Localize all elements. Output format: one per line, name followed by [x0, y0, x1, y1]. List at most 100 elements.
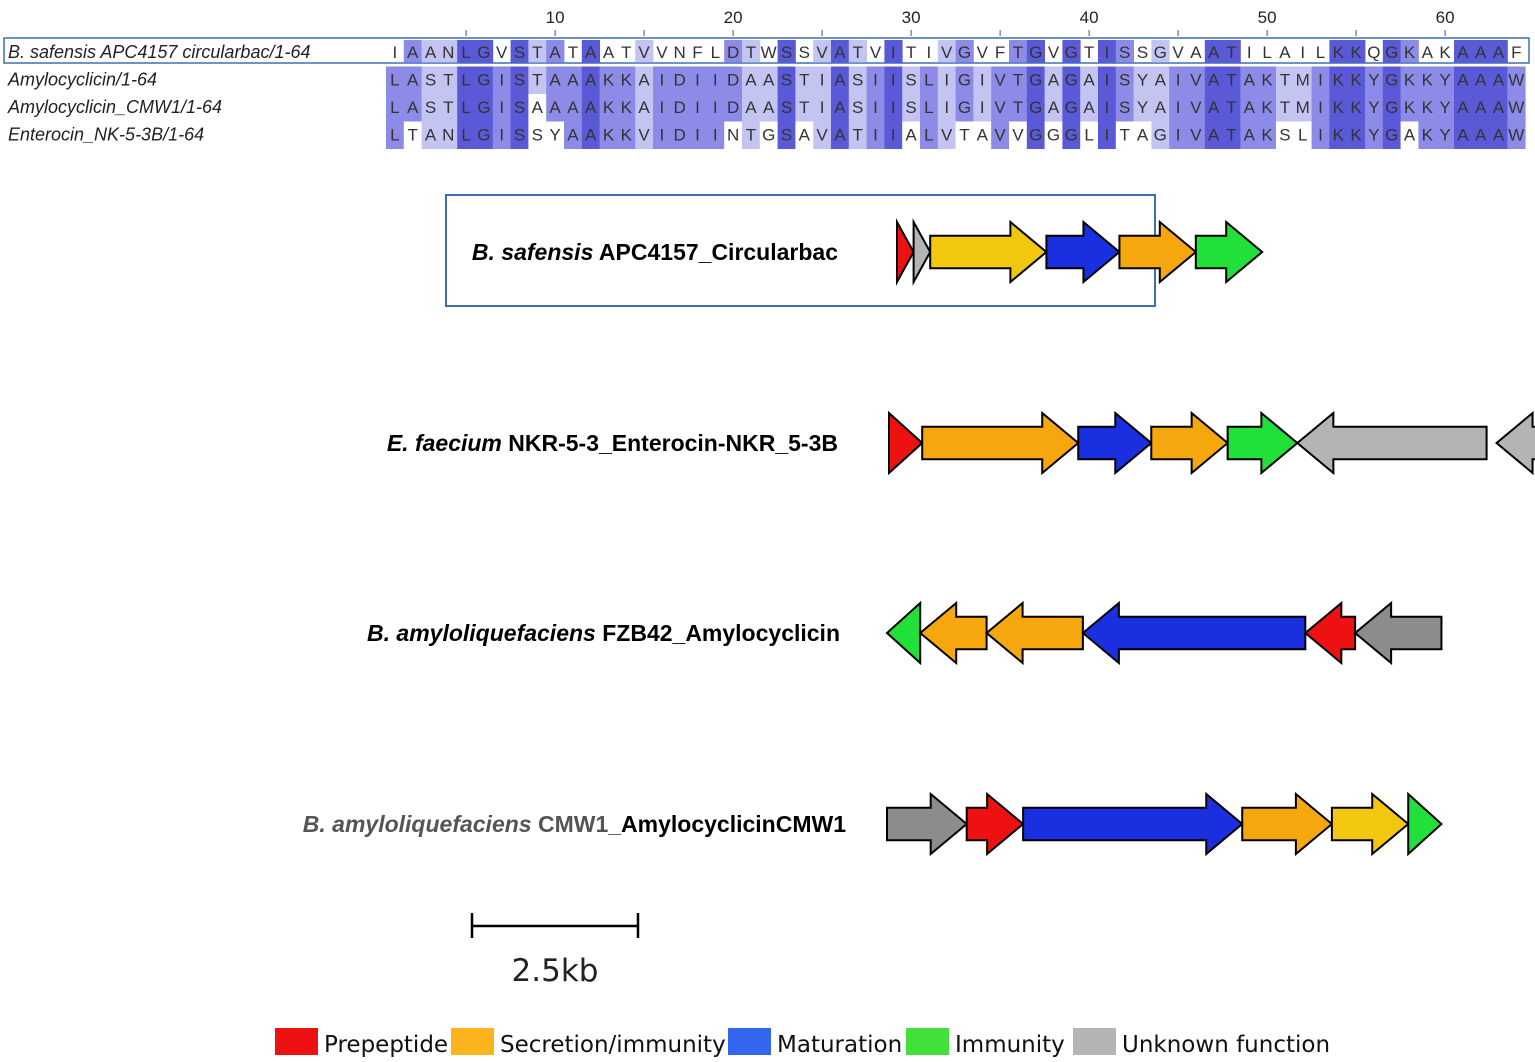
residue: I	[660, 98, 665, 117]
gene-arrow-unknown-dark	[886, 791, 969, 857]
residue-shade	[1507, 94, 1526, 122]
residue-shade	[439, 66, 458, 94]
residue-shade	[795, 121, 814, 149]
residue: G	[958, 98, 971, 117]
cluster-label: B. amyloliquefaciens FZB42_Amylocyclicin	[367, 620, 840, 646]
residue: I	[873, 126, 878, 145]
residue-shade	[1436, 66, 1455, 94]
sequence-name[interactable]: Enterocin_NK-5-3B/1-64	[8, 125, 204, 145]
residue-shade	[937, 40, 956, 63]
residue-shade	[688, 121, 707, 149]
residue-shade	[421, 66, 440, 94]
residue: V	[870, 43, 882, 62]
legend-swatch	[451, 1028, 494, 1055]
gene-arrow-secretion	[921, 410, 1080, 476]
residue: K	[1422, 126, 1434, 145]
selected-sequence-outline[interactable]	[3, 37, 1530, 64]
residue: T	[1084, 43, 1094, 62]
residue: A	[407, 71, 419, 90]
residue: G	[1047, 126, 1060, 145]
residue: A	[425, 126, 437, 145]
residue: K	[1350, 98, 1362, 117]
gene-arrow-secretion	[985, 600, 1084, 666]
residue: I	[891, 71, 896, 90]
residue-shade	[546, 66, 565, 94]
residue-shade	[475, 121, 494, 149]
sequence-name[interactable]: Amylocyclicin/1-64	[7, 70, 157, 90]
residue-shade	[724, 66, 743, 94]
residue-shade	[635, 94, 654, 122]
residue: G	[1029, 71, 1042, 90]
residue: T	[853, 126, 863, 145]
sequence-name[interactable]: B. safensis APC4157 circularbac/1-64	[8, 42, 310, 62]
residue: S	[425, 98, 436, 117]
residue-shade	[564, 66, 583, 94]
residue-shade	[1151, 94, 1170, 122]
residue-shade	[759, 94, 778, 122]
residue: S	[781, 43, 792, 62]
residue: I	[499, 71, 504, 90]
residue-shade	[1009, 121, 1028, 149]
residue-shade	[1436, 94, 1455, 122]
residue: A	[1244, 126, 1256, 145]
legend-label: Prepeptide	[324, 1032, 448, 1058]
residue-shade	[742, 40, 761, 63]
residue-shade	[1080, 66, 1099, 94]
residue: S	[781, 126, 792, 145]
sequence-name[interactable]: Amylocyclicin_CMW1/1-64	[7, 97, 222, 117]
residue-shade	[742, 66, 761, 94]
residue: G	[1385, 71, 1398, 90]
residue: K	[1333, 98, 1345, 117]
residue-shade	[1400, 121, 1419, 149]
residue-shade	[991, 94, 1010, 122]
residue: A	[1048, 98, 1060, 117]
gene-arrow-maturation	[1081, 600, 1307, 666]
residue: G	[477, 126, 490, 145]
residue-shade	[1311, 121, 1330, 149]
residue: G	[1065, 126, 1078, 145]
residue: V	[1190, 98, 1202, 117]
residue: G	[1154, 43, 1167, 62]
residue: I	[695, 98, 700, 117]
residue: I	[891, 43, 896, 62]
gene-arrow-unknown-light	[912, 218, 932, 286]
residue-shade	[1365, 66, 1384, 94]
residue: T	[799, 71, 809, 90]
gene-arrow-maturation	[1045, 219, 1122, 285]
residue: V	[994, 71, 1006, 90]
residue: G	[762, 126, 775, 145]
residue: G	[1065, 71, 1078, 90]
gene-cluster: B. safensis APC4157_Circularbac	[472, 218, 1264, 286]
residue: L	[461, 43, 470, 62]
residue: G	[1385, 126, 1398, 145]
residue-shade	[386, 66, 405, 94]
residue: T	[906, 43, 916, 62]
legend-label: Unknown function	[1122, 1032, 1330, 1058]
residue-shade	[1222, 94, 1241, 122]
residue-shade	[528, 121, 547, 149]
residue: V	[1190, 126, 1202, 145]
residue-shade	[617, 121, 636, 149]
residue: S	[532, 126, 543, 145]
residue: A	[1208, 71, 1220, 90]
residue: I	[927, 43, 932, 62]
residue: I	[891, 126, 896, 145]
residue-shade	[1489, 94, 1508, 122]
residue: S	[1119, 98, 1130, 117]
residue: T	[746, 126, 756, 145]
residue-shade	[528, 66, 547, 94]
residue-shade	[1489, 121, 1508, 149]
residue: S	[1119, 71, 1130, 90]
residue-shade	[866, 121, 885, 149]
residue-shade	[884, 121, 903, 149]
residue: K	[1261, 71, 1273, 90]
gene-arrow-prepeptide	[888, 410, 924, 476]
residue-shade	[1222, 40, 1241, 63]
residue-shade	[1204, 94, 1223, 122]
residue-shade	[1062, 40, 1081, 63]
residue: D	[727, 43, 739, 62]
residue-shade	[1080, 121, 1099, 149]
